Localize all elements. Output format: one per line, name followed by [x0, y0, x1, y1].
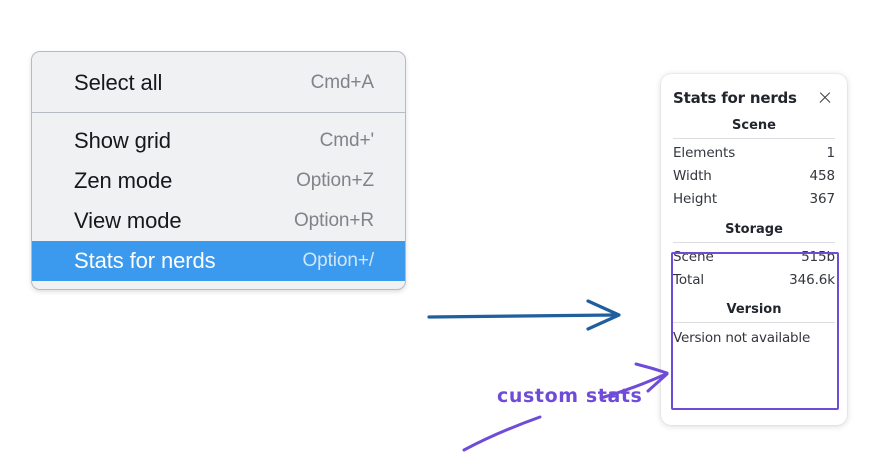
stats-row-width: Width 458 — [673, 165, 835, 188]
stats-row-value: 1 — [826, 145, 836, 161]
menu-item-select-all[interactable]: Select all Cmd+A — [32, 63, 405, 103]
stats-row-value: 346.6k — [789, 271, 835, 288]
menu-item-shortcut: Cmd+A — [310, 72, 374, 93]
stats-section-rule — [673, 138, 835, 139]
stats-row-value: 458 — [809, 167, 836, 184]
stats-section-heading-storage: Storage — [725, 221, 783, 237]
stats-panel-body: Scene Elements 1 Width 458 Height 367 St… — [661, 107, 847, 349]
stats-row-key: Total — [673, 271, 705, 288]
stats-row-value: 367 — [809, 190, 836, 207]
stats-for-nerds-panel[interactable]: Stats for nerds Scene Elements 1 Width 4… — [661, 74, 847, 425]
handwritten-annotation-label: custom stats — [497, 385, 643, 407]
stats-version-note: Version not available — [673, 330, 811, 347]
menu-item-label: Zen mode — [74, 168, 173, 193]
menu-item-shortcut: Cmd+' — [319, 130, 374, 151]
stats-row-height: Height 367 — [673, 188, 835, 211]
stats-row-value: 515b — [801, 248, 835, 265]
menu-item-stats-for-nerds[interactable]: Stats for nerds Option+/ — [32, 241, 405, 281]
stats-row-storage-total: Total 346.6k — [673, 269, 835, 292]
menu-item-shortcut: Option+R — [294, 210, 374, 231]
menu-separator — [32, 112, 405, 113]
menu-item-show-grid[interactable]: Show grid Cmd+' — [32, 121, 405, 161]
close-icon[interactable] — [817, 90, 833, 106]
menu-item-label: Show grid — [74, 128, 171, 153]
menu-item-label: Select all — [74, 70, 163, 95]
stats-section-heading-version: Version — [726, 302, 782, 318]
menu-item-view-mode[interactable]: View mode Option+R — [32, 201, 405, 241]
purple-underline-stroke — [462, 415, 542, 452]
menu-section-2: Show grid Cmd+' Zen mode Option+Z View m… — [32, 113, 405, 289]
stats-row-key: Height — [673, 190, 718, 207]
blue-pointer-arrow — [427, 299, 621, 331]
stats-section-rule — [673, 241, 835, 243]
stats-section-rule — [673, 322, 835, 324]
stats-panel-title: Stats for nerds — [673, 89, 797, 107]
stats-row-key: Width — [673, 167, 712, 184]
stats-row-elements: Elements 1 — [673, 142, 835, 165]
stats-row-key: Scene — [673, 248, 714, 265]
stats-panel-titlebar: Stats for nerds — [661, 74, 847, 107]
menu-item-zen-mode[interactable]: Zen mode Option+Z — [32, 161, 405, 201]
canvas-context-menu[interactable]: Select all Cmd+A Show grid Cmd+' Zen mod… — [31, 51, 406, 290]
menu-item-label: View mode — [74, 208, 182, 233]
menu-section-1: Select all Cmd+A — [32, 52, 405, 112]
menu-item-shortcut: Option+Z — [296, 170, 374, 191]
menu-item-label: Stats for nerds — [74, 248, 216, 273]
stats-section-heading-scene: Scene — [732, 118, 776, 133]
menu-item-shortcut: Option+/ — [302, 250, 374, 271]
stats-row-storage-scene: Scene 515b — [673, 246, 835, 269]
stats-row-key: Elements — [673, 145, 736, 161]
